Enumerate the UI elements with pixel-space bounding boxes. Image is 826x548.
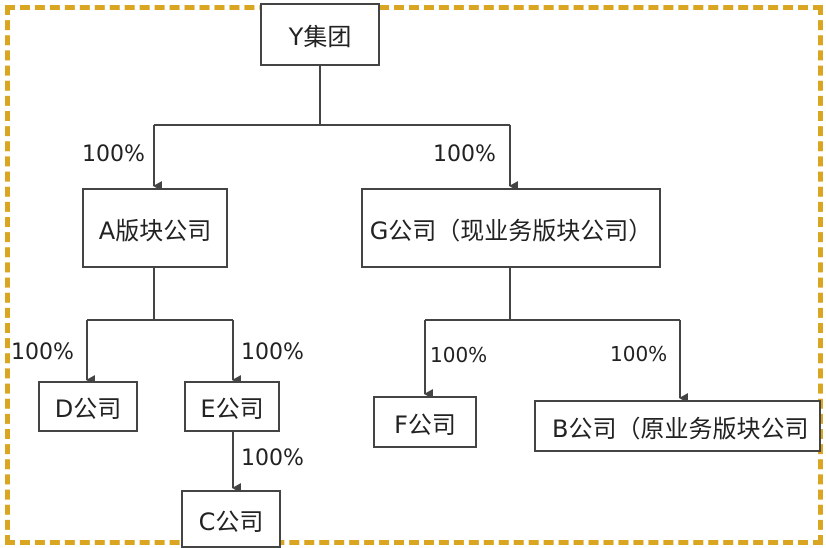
node-f-company: F公司 [373, 396, 477, 448]
pct-y-g: 100% [433, 142, 496, 167]
node-d-company: D公司 [38, 381, 138, 432]
node-c-company: C公司 [181, 490, 281, 548]
node-a-segment-company: A版块公司 [82, 188, 228, 268]
pct-g-f: 100% [430, 343, 488, 367]
node-b-company: B公司（原业务版块公司 [534, 400, 821, 452]
pct-g-b: 100% [610, 342, 668, 366]
dashed-frame [5, 5, 823, 545]
node-y-group: Y集团 [260, 3, 380, 66]
pct-y-a: 100% [82, 142, 145, 167]
pct-a-e: 100% [241, 340, 304, 365]
pct-a-d: 100% [11, 340, 74, 365]
node-g-company: G公司（现业务版块公司） [361, 188, 661, 268]
node-e-company: E公司 [184, 381, 280, 432]
pct-e-c: 100% [241, 446, 304, 471]
